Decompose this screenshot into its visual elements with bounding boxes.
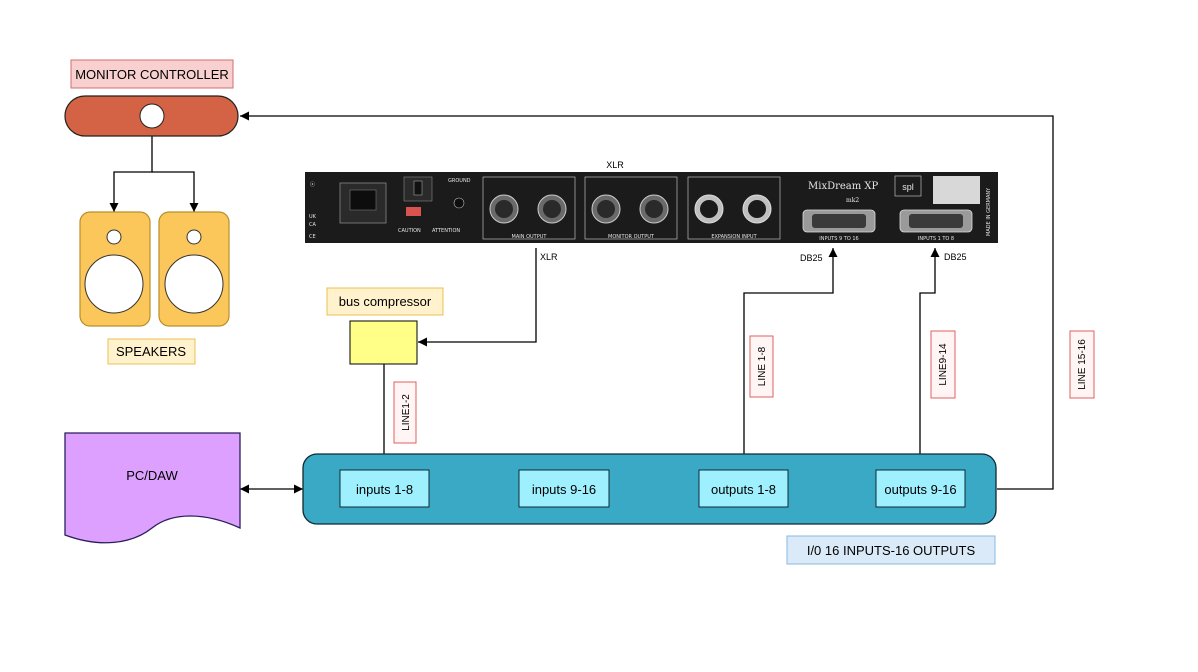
main-output-label: MAIN OUTPUT: [512, 234, 548, 240]
pc-daw-document-icon: [64, 432, 241, 544]
line-controller-to-speaker-right: [152, 171, 199, 212]
audio-interface-caption: I/0 16 INPUTS-16 OUTPUTS: [807, 543, 976, 558]
speakers-label: SPEAKERS: [116, 344, 186, 359]
dip-switch-icon: [406, 207, 421, 216]
db25-connector-label-a: DB25: [800, 253, 823, 263]
serial-plate: [933, 176, 980, 204]
power-section: ⓧ UK CA CE GROUND CAUTION ATTENTION: [309, 176, 471, 240]
monitor-controller-label: MONITOR CONTROLLER: [75, 67, 229, 82]
svg-text:inputs 1-8: inputs 1-8: [356, 482, 413, 497]
line-label-1-2: LINE1-2: [393, 381, 417, 444]
attention-label: ATTENTION: [432, 228, 460, 234]
monitor-controller-knob-icon: [139, 103, 165, 129]
line-label-15-16: LINE 15-16: [1069, 330, 1095, 399]
mixdream-brand-suffix: mk2: [846, 197, 859, 204]
svg-text:UK: UK: [309, 214, 317, 220]
line-label-1-8: LINE 1-8: [749, 335, 774, 398]
port-outputs-1-8: outputs 1-8: [698, 469, 789, 508]
svg-text:inputs 9-16: inputs 9-16: [532, 482, 596, 497]
bus-compressor-label-box: [326, 287, 444, 316]
svg-text:outputs 1-8: outputs 1-8: [711, 482, 776, 497]
mixdream-rack-unit: XLR ⓧ UK CA CE GROUND CAUTION ATTENTION …: [305, 160, 998, 243]
monitor-output-label: MONITOR OUTPUT: [608, 234, 655, 240]
speaker-left-icon: [79, 211, 151, 327]
line-xlr-to-bus-compressor: [418, 248, 537, 347]
speakers: SPEAKERS: [79, 211, 230, 365]
audio-interface-caption-box: [786, 535, 996, 565]
audio-interface: inputs 1-8 inputs 9-16 outputs 1-8 outpu…: [302, 453, 997, 565]
monitor-controller: MONITOR CONTROLLER: [64, 59, 239, 137]
inputs-1-8-rack-label: INPUTS 1 TO 8: [918, 236, 954, 242]
svg-text:LINE 15-16: LINE 15-16: [1077, 339, 1088, 390]
monitor-controller-label-box: [70, 59, 234, 89]
mixdream-brand: MixDream XP: [808, 181, 879, 192]
monitor-output-xlr-pair: MONITOR OUTPUT: [584, 176, 678, 240]
audio-interface-body: [302, 453, 997, 525]
port-inputs-9-16: inputs 9-16: [518, 469, 610, 508]
spl-logo: spl: [902, 182, 914, 192]
svg-text:ⓧ: ⓧ: [310, 181, 315, 188]
svg-text:outputs 9-16: outputs 9-16: [884, 482, 956, 497]
ground-label: GROUND: [448, 178, 471, 184]
svg-text:LINE1-2: LINE1-2: [401, 394, 412, 431]
bus-compressor-box: [349, 320, 418, 365]
expansion-input-xlr-pair: EXPANSION INPUT: [687, 176, 781, 240]
line-outputs-9-16-to-db25-b: [919, 248, 940, 470]
line-outputs-1-8-to-db25-a: [743, 248, 838, 470]
inputs-9-16-rack-label: INPUTS 9 TO 16: [819, 236, 858, 242]
db25-connector-a-icon: INPUTS 9 TO 16: [802, 209, 876, 242]
svg-text:CE: CE: [309, 234, 316, 240]
bus-compressor-label: bus compressor: [339, 294, 432, 309]
svg-text:LINE 1-8: LINE 1-8: [757, 346, 768, 386]
db25-connector-label-b: DB25: [944, 252, 967, 262]
port-inputs-1-8: inputs 1-8: [339, 469, 430, 508]
speaker-right-icon: [158, 211, 230, 327]
port-outputs-9-16: outputs 9-16: [875, 469, 966, 508]
line-label-9-14: LINE9-14: [930, 330, 956, 399]
xlr-connector-label: XLR: [540, 252, 558, 262]
svg-text:LINE9-14: LINE9-14: [938, 343, 949, 386]
db25-connector-b-icon: INPUTS 1 TO 8: [899, 209, 973, 242]
mixdream-top-xlr-label: XLR: [606, 160, 624, 170]
svg-text:CA: CA: [309, 222, 316, 228]
pc-daw-label: PC/DAW: [126, 468, 178, 483]
expansion-input-label: EXPANSION INPUT: [711, 234, 757, 240]
line-controller-to-speaker-left: [109, 136, 153, 212]
pc-daw: PC/DAW: [64, 432, 241, 544]
spl-logo-box: [894, 175, 922, 197]
bus-compressor: bus compressor: [326, 287, 444, 365]
made-in-germany-label: MADE IN GERMANY: [986, 187, 992, 236]
main-output-xlr-pair: MAIN OUTPUT: [482, 176, 576, 240]
caution-label: CAUTION: [398, 228, 421, 234]
speakers-label-box: [107, 338, 196, 365]
line-interface-to-monitor-controller: [240, 111, 1054, 490]
connection-lines: [109, 111, 1054, 494]
power-switch-icon: [413, 180, 423, 196]
